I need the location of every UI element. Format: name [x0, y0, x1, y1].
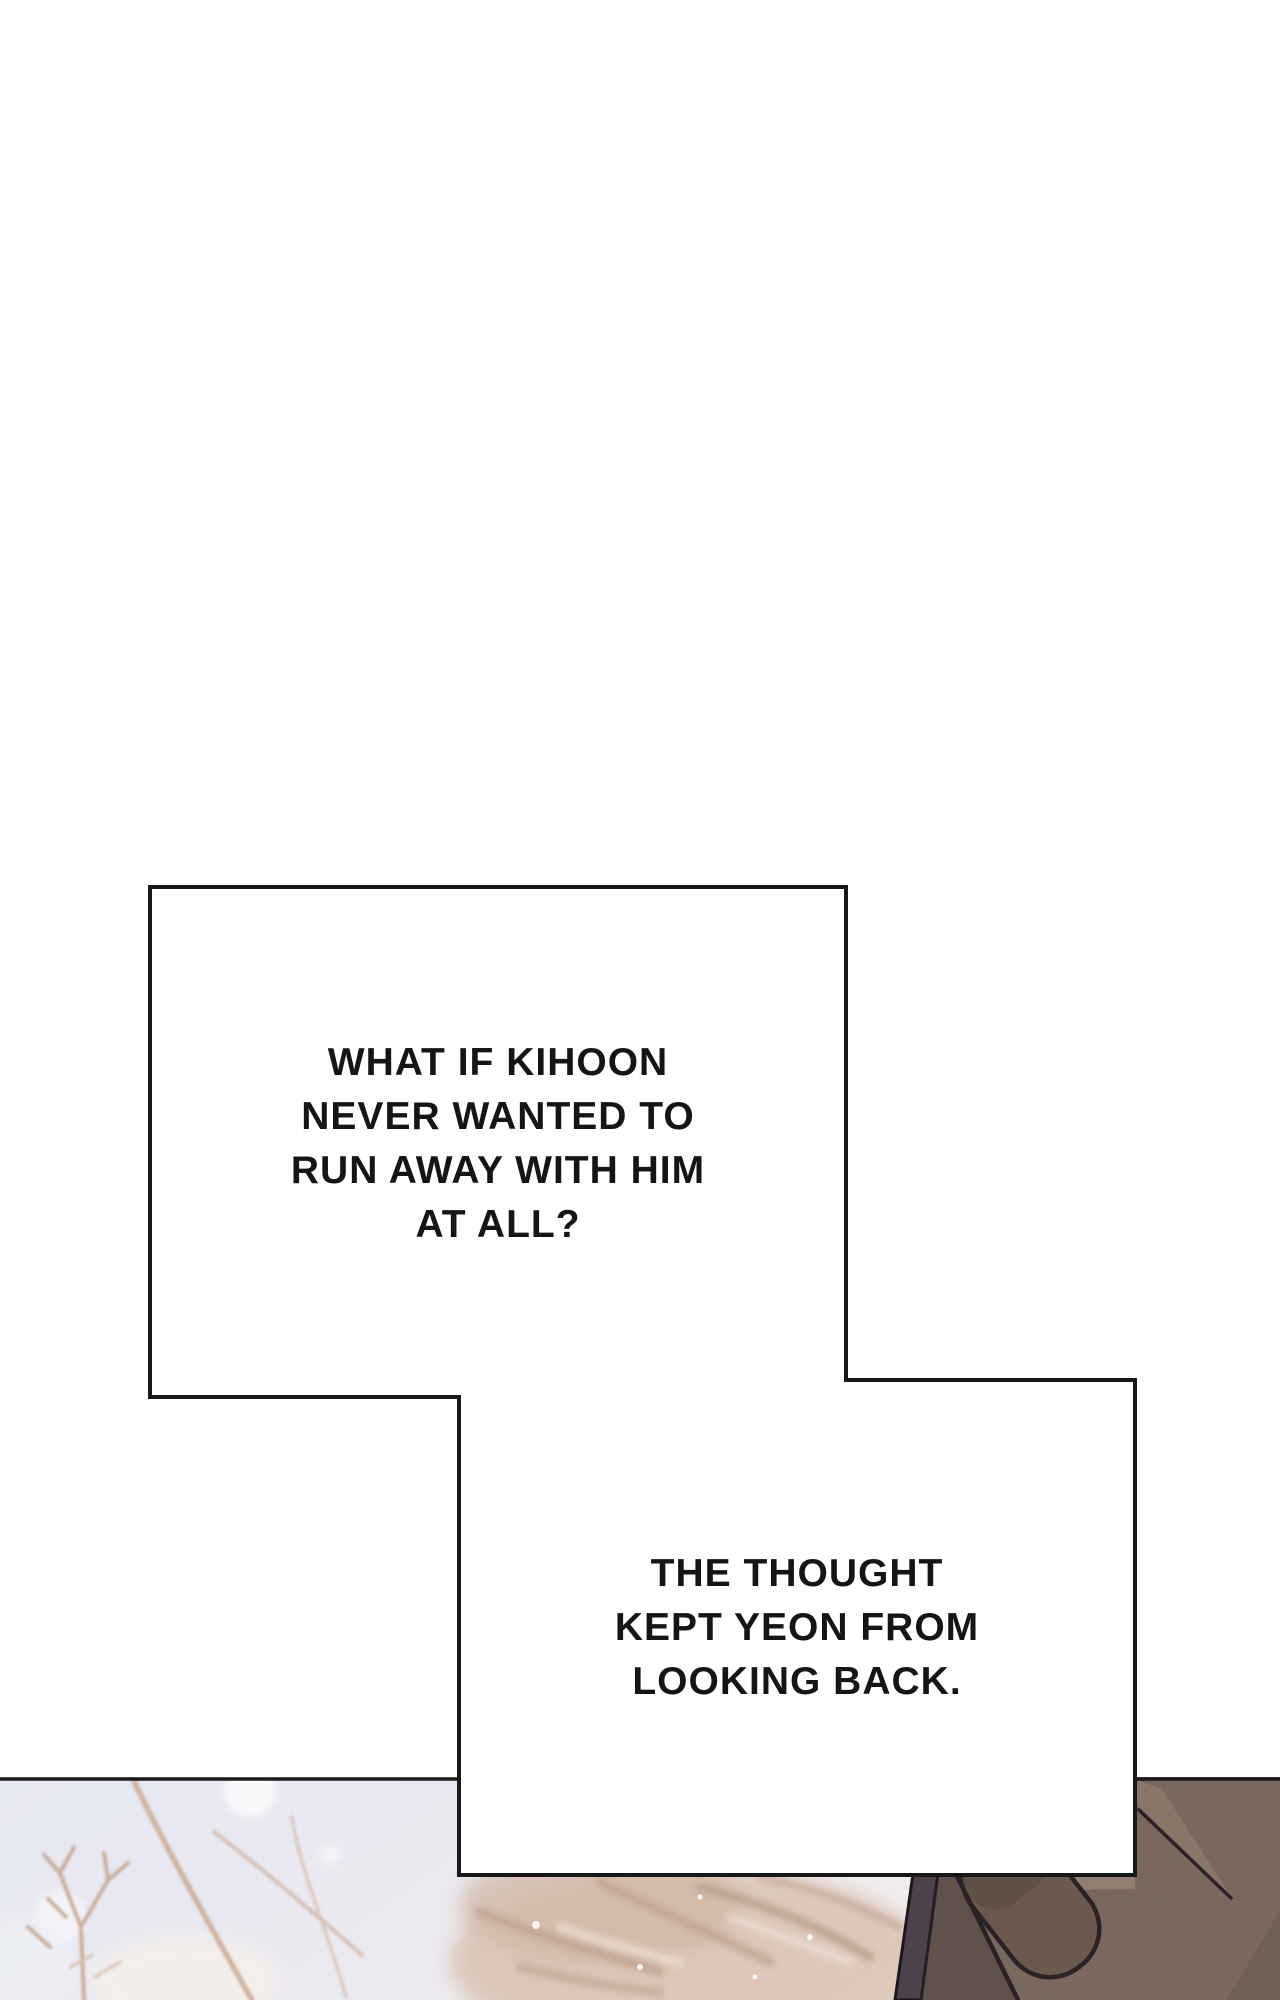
narration-line: NEVER WANTED TO [301, 1095, 695, 1138]
snow-mound-left [0, 1917, 80, 2000]
narration-line: THE THOUGHT [650, 1552, 944, 1595]
bottom-illustration [0, 1777, 1280, 2000]
narration-line: KEPT YEON FROM [614, 1606, 980, 1649]
narration-box-2-text: THE THOUGHT KEPT YEON FROM LOOKING BACK. [459, 1547, 1135, 1709]
narration-line: WHAT IF KIHOON [327, 1041, 669, 1084]
snow-mound [90, 1937, 280, 2000]
narration-line: AT ALL? [415, 1203, 581, 1246]
narration-line: RUN AWAY WITH HIM [290, 1149, 706, 1192]
snow-bush [450, 1847, 930, 2000]
narration-line: LOOKING BACK. [632, 1660, 962, 1703]
narration-box-1-text: WHAT IF KIHOON NEVER WANTED TO RUN AWAY … [150, 1036, 846, 1252]
